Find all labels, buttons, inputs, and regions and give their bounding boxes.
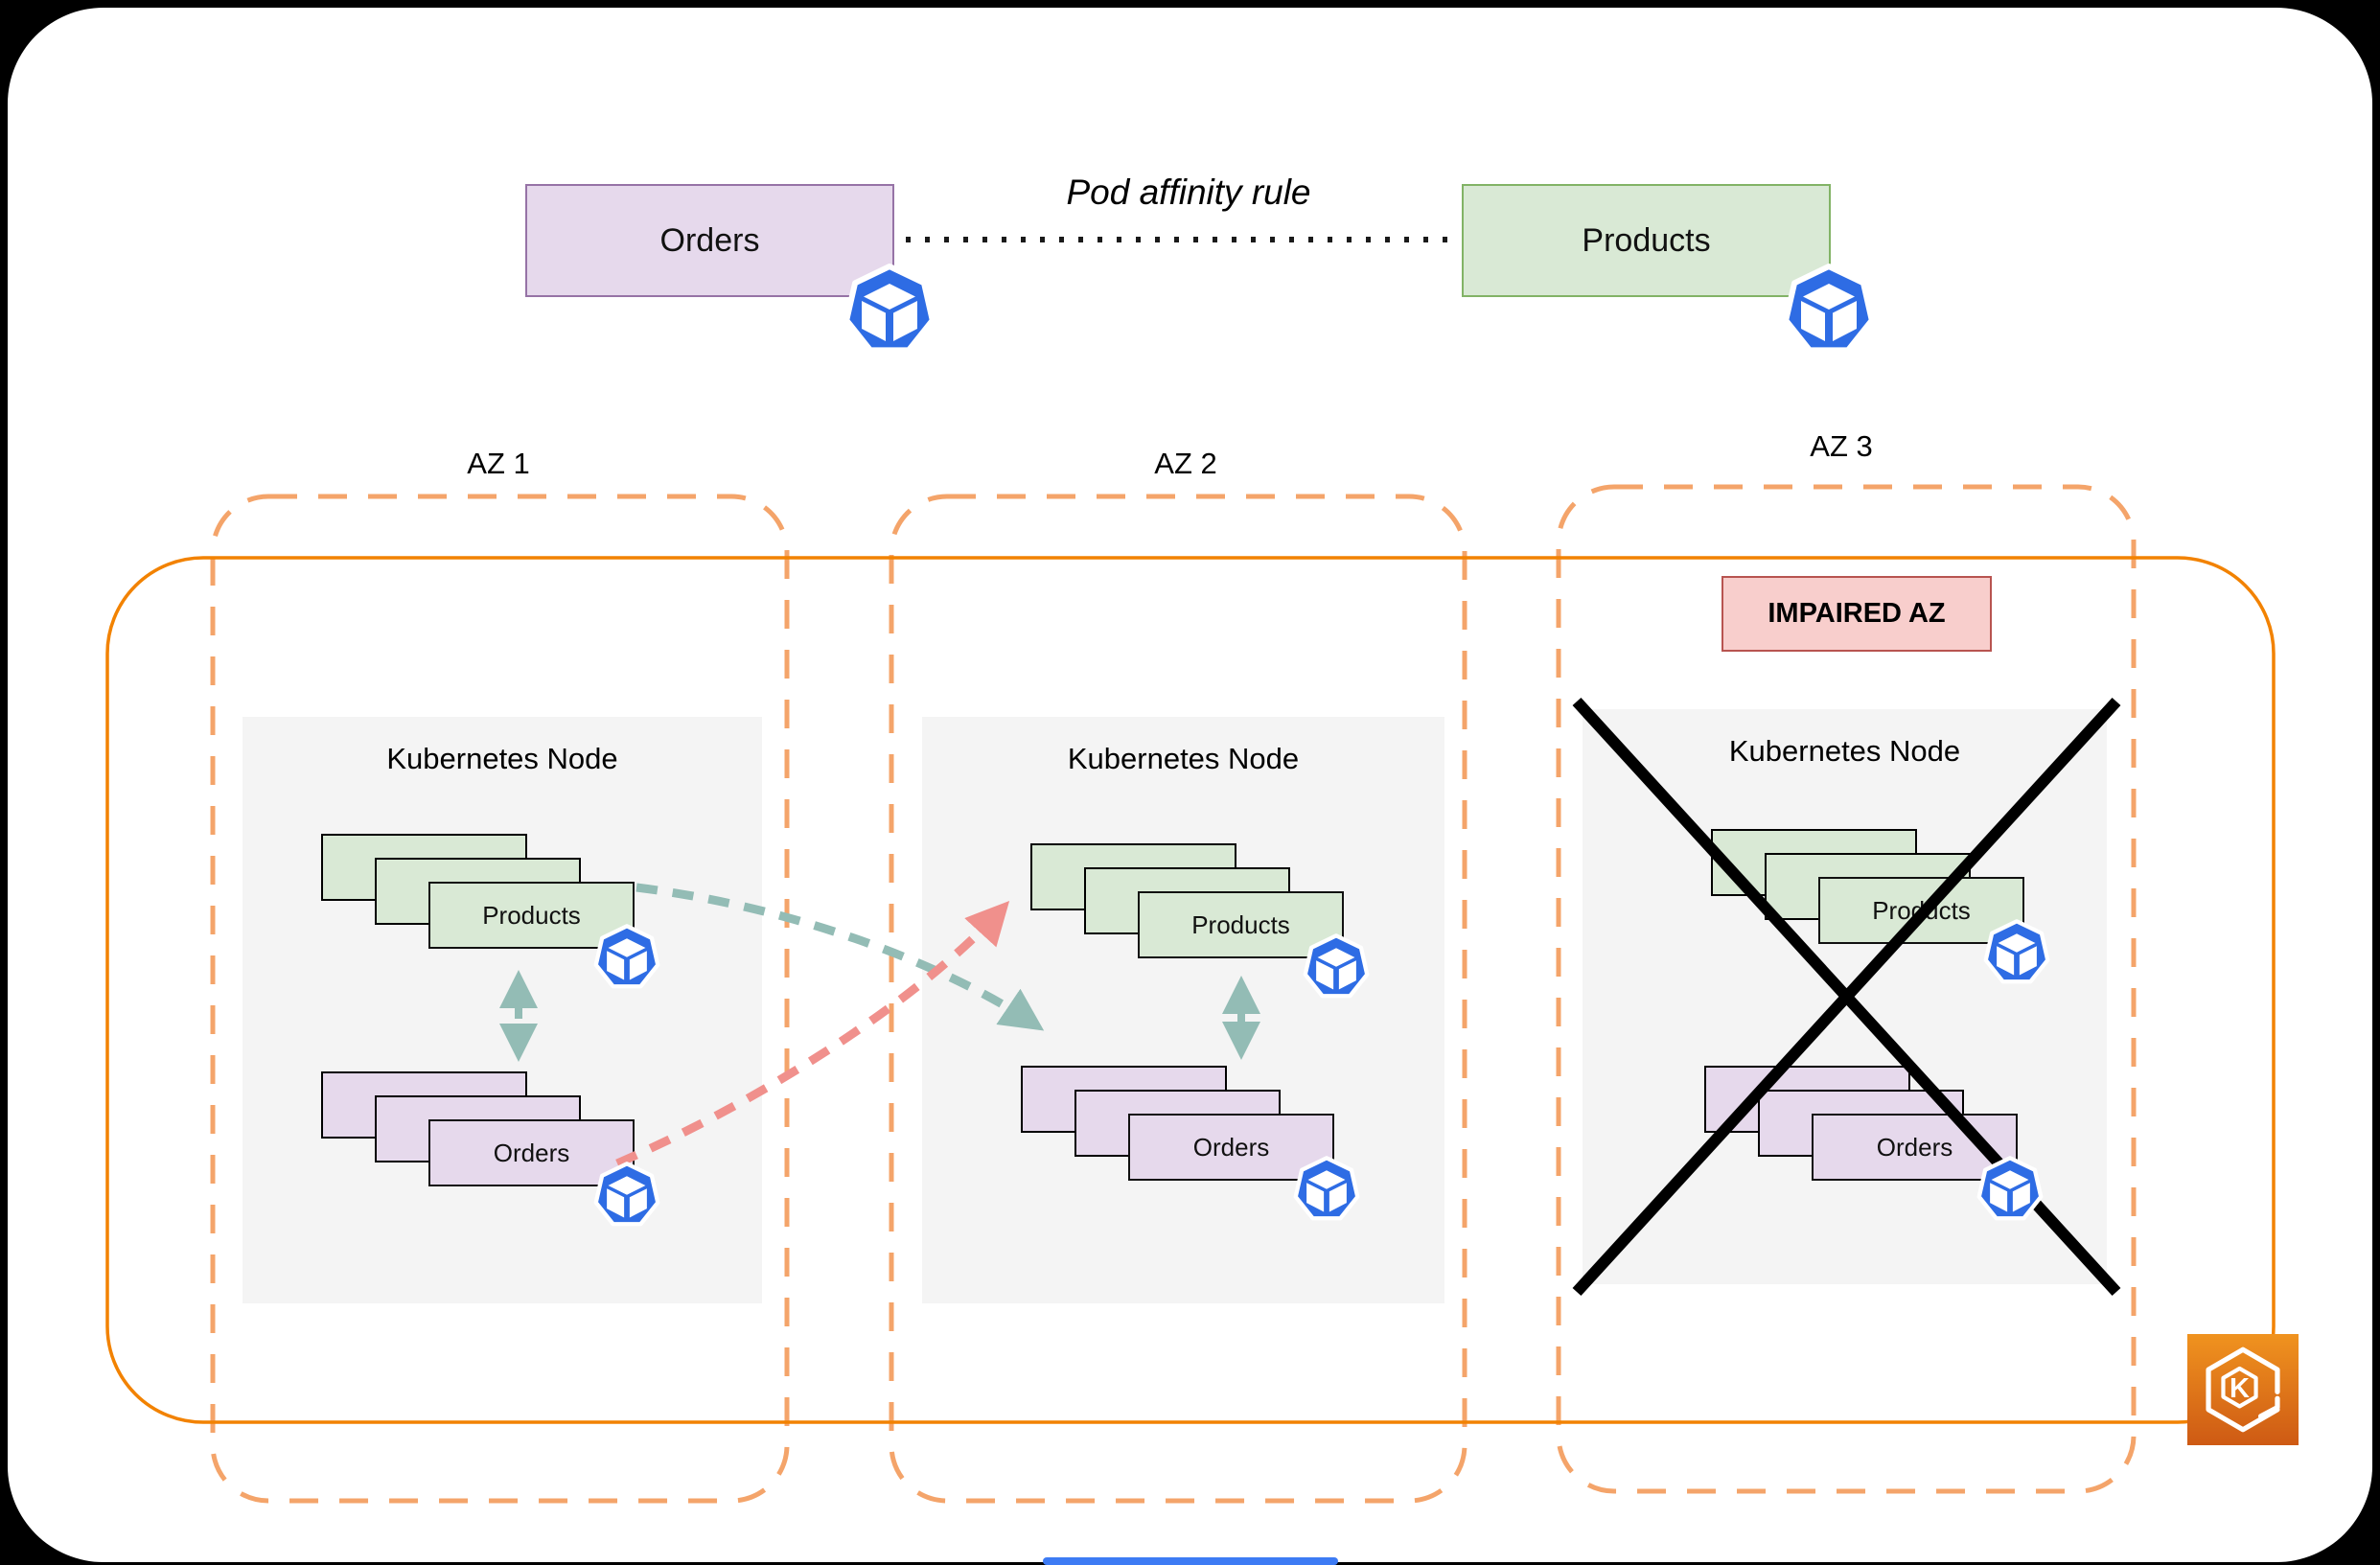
kubernetes-pod-icon (1293, 1156, 1360, 1221)
az1-node-title: Kubernetes Node (386, 742, 618, 775)
az2-products-pod-label: Products (1191, 910, 1290, 939)
az1-orders-pod-label: Orders (493, 1139, 570, 1167)
az3-node-title: Kubernetes Node (1728, 734, 1961, 768)
pod-affinity-rule-label: Pod affinity rule (1066, 173, 1311, 212)
bottom-scroll-indicator[interactable] (1043, 1557, 1338, 1565)
az1-products-pod-label: Products (482, 901, 581, 930)
kubernetes-pod-icon (843, 264, 936, 354)
az2-kubernetes-node: Kubernetes Node (922, 717, 1444, 1303)
orders-deployment-box: Orders (525, 184, 894, 297)
az1-label: AZ 1 (467, 447, 530, 480)
az1-kubernetes-node: Kubernetes Node (243, 717, 762, 1303)
products-deployment-box: Products (1462, 184, 1831, 297)
amazon-eks-icon: K (2187, 1334, 2299, 1445)
kubernetes-pod-icon (593, 924, 660, 989)
eks-icon-letter: K (2230, 1373, 2250, 1404)
az2-node-title: Kubernetes Node (1067, 742, 1300, 775)
kubernetes-pod-icon (1783, 264, 1875, 354)
kubernetes-pod-icon (593, 1162, 660, 1227)
az3-label: AZ 3 (1810, 429, 1873, 463)
kubernetes-pod-icon (1976, 1156, 2044, 1221)
az3-orders-pod-label: Orders (1876, 1133, 1953, 1162)
az2-label: AZ 2 (1154, 447, 1217, 480)
products-deployment-label: Products (1582, 222, 1711, 259)
kubernetes-pod-icon (1303, 933, 1370, 999)
impaired-az-badge: IMPAIRED AZ (1721, 576, 1992, 652)
az2-orders-pod-label: Orders (1192, 1133, 1270, 1162)
az3-products-pod-label: Products (1872, 896, 1971, 925)
kubernetes-pod-icon (1983, 919, 2050, 984)
orders-deployment-label: Orders (659, 222, 760, 259)
